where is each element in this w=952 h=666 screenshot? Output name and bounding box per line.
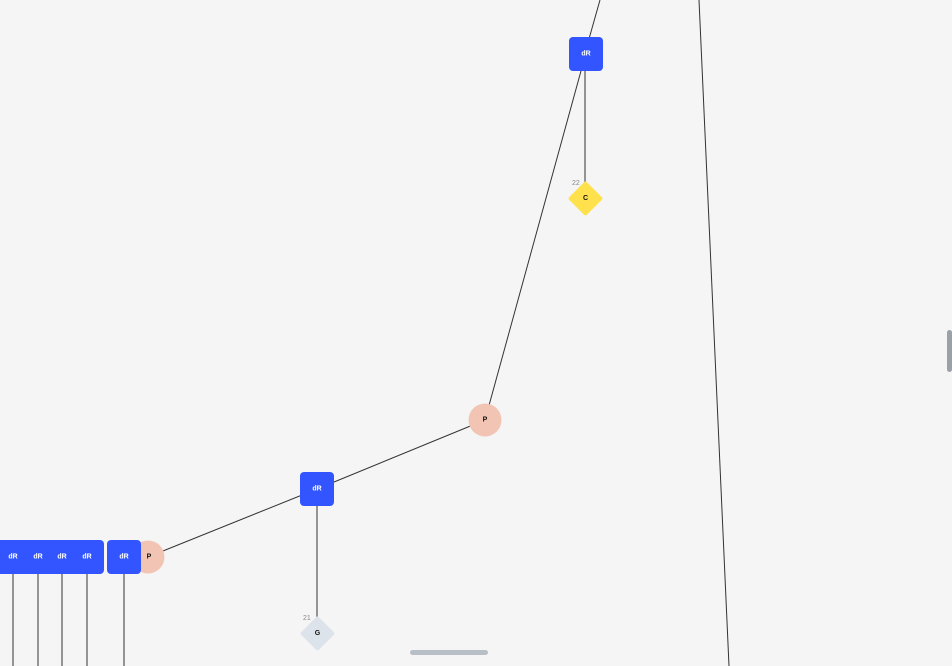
sugar-row: dR dR dR dR dR — [0, 540, 141, 574]
base-c-node[interactable]: 22 C — [568, 180, 603, 216]
sugar-row-item[interactable]: dR — [70, 540, 104, 574]
sugar-mid-node[interactable]: dR — [300, 472, 334, 506]
square-shape — [107, 540, 141, 574]
horizontal-scrollbar[interactable] — [410, 650, 488, 655]
base-g-index: 21 — [303, 615, 311, 622]
sugar-row-label: dR — [82, 554, 91, 561]
phosphate-mid-label: P — [483, 417, 488, 424]
sugar-row-item[interactable]: dR — [107, 540, 141, 574]
square-shape — [569, 37, 603, 71]
base-g-node[interactable]: 21 G — [300, 615, 335, 651]
base-c-index: 22 — [572, 180, 580, 187]
diamond-shape — [568, 181, 603, 216]
link-sugar-mid-to-phosphate-left — [147, 488, 318, 558]
square-shape — [70, 540, 104, 574]
link-sugar-top-to-phosphate — [484, 59, 585, 421]
sugar-mid-label: dR — [312, 486, 321, 493]
sugar-top-label: dR — [581, 51, 590, 58]
phosphate-mid-node[interactable]: P — [468, 403, 502, 437]
base-c-label: C — [583, 195, 588, 202]
sugar-top-node[interactable]: dR — [569, 37, 603, 71]
base-g-label: G — [315, 630, 321, 637]
link-phosphate-to-sugar-mid — [316, 419, 486, 490]
vertical-scrollbar[interactable] — [947, 330, 952, 372]
sugar-row-label: dR — [33, 554, 42, 561]
sugar-row-label: dR — [8, 554, 17, 561]
links — [12, 0, 730, 666]
square-shape — [300, 472, 334, 506]
link-long-right-strand — [698, 0, 730, 666]
circle-shape — [468, 403, 502, 437]
phosphate-left-label: P — [147, 554, 152, 561]
sugar-row-label: dR — [119, 554, 128, 561]
sugar-row-label: dR — [57, 554, 66, 561]
diamond-shape — [300, 616, 335, 651]
